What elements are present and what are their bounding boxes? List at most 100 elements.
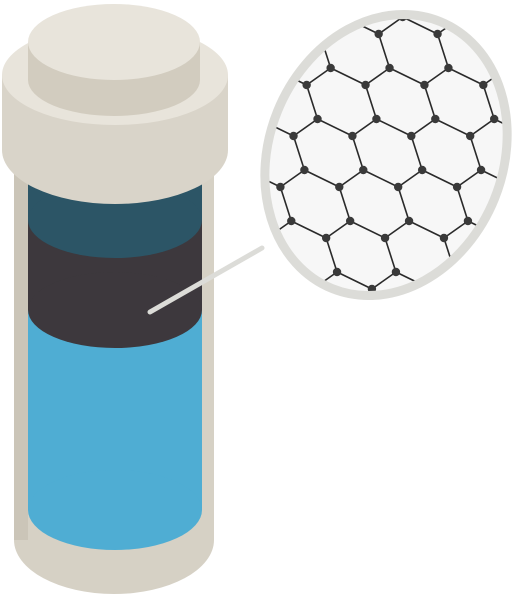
lattice-atom xyxy=(352,421,360,429)
lattice-bond xyxy=(429,374,464,391)
lattice-bond xyxy=(349,220,386,239)
lattice-bond xyxy=(273,0,286,18)
lattice-bond xyxy=(370,374,405,391)
lattice-bond xyxy=(405,374,429,391)
lattice-bond xyxy=(336,271,373,290)
lattice-bond xyxy=(234,118,260,137)
lattice-bond xyxy=(293,118,318,137)
lattice-bond xyxy=(304,169,340,188)
cartridge-cap xyxy=(2,4,228,204)
lattice-bond xyxy=(239,425,274,442)
lattice-bond xyxy=(365,67,391,86)
lattice-bond xyxy=(228,391,239,425)
lattice-bond xyxy=(317,118,353,137)
lattice-atom xyxy=(433,29,442,39)
lattice-bond xyxy=(450,425,474,442)
lattice-bond xyxy=(253,271,279,290)
lattice-bond xyxy=(408,220,445,239)
lattice-bond xyxy=(362,169,399,188)
lattice-atom xyxy=(296,336,304,344)
lattice-atom xyxy=(243,80,252,90)
lattice-bond xyxy=(495,33,509,69)
lattice-bond xyxy=(225,16,262,35)
lattice-bond xyxy=(402,16,438,35)
lattice-bond xyxy=(461,16,497,35)
lattice-bond xyxy=(469,118,495,137)
lattice-bond xyxy=(421,169,458,188)
lattice-bond xyxy=(300,340,311,374)
lattice-bond xyxy=(233,135,247,171)
lattice-atom xyxy=(307,370,315,378)
lens-rim xyxy=(260,9,512,301)
lattice-bond xyxy=(454,271,491,290)
lattice-bond xyxy=(463,391,474,425)
filter-cartridge xyxy=(2,4,228,594)
lattice-bond xyxy=(410,135,423,171)
lattice-atom xyxy=(516,472,520,480)
lattice-bond xyxy=(252,374,287,391)
lattice-atom xyxy=(411,421,419,429)
lattice-atom xyxy=(492,29,501,39)
lattice-atom xyxy=(235,421,243,429)
lattice-bond xyxy=(343,476,378,493)
lattice-atom xyxy=(457,12,466,22)
lattice-bond xyxy=(423,67,449,86)
lattice-atom xyxy=(372,114,381,124)
lattice-bond xyxy=(325,237,338,273)
lattice-bond xyxy=(449,0,463,18)
lattice-atom xyxy=(444,63,453,73)
lattice-bond xyxy=(287,374,311,391)
lattice-bond xyxy=(247,67,273,86)
lattice-bond xyxy=(469,135,482,171)
lattice-bond xyxy=(357,425,392,442)
lattice-bond xyxy=(448,67,484,86)
lattice-bond xyxy=(274,425,298,442)
lattice-bond xyxy=(508,0,520,18)
lattice-bond xyxy=(382,322,419,333)
lattice-atom xyxy=(280,472,288,480)
lattice-atom xyxy=(398,472,406,480)
lattice-bond xyxy=(423,84,437,120)
lattice-bond xyxy=(418,340,429,374)
lattice-bond xyxy=(260,33,273,69)
lattice-bond xyxy=(441,322,477,333)
lattice-atom xyxy=(446,438,454,446)
lattice-atom xyxy=(426,284,436,294)
lattice-atom xyxy=(489,114,499,124)
lattice-bond xyxy=(437,476,461,493)
lattice-atom xyxy=(387,438,395,446)
lattice-bond xyxy=(279,169,305,188)
lattice-bond xyxy=(384,220,410,239)
lattice-atom xyxy=(374,29,383,39)
lattice-bond xyxy=(338,169,364,188)
lattice-atom xyxy=(511,182,520,192)
lattice-atom xyxy=(276,182,285,192)
lattice-atom xyxy=(267,63,276,73)
lattice-bond xyxy=(502,237,515,273)
lattice-bond xyxy=(443,220,469,239)
lattice-atom xyxy=(228,216,237,226)
lattice-bond xyxy=(223,0,227,18)
lattice-bond xyxy=(376,118,412,137)
lattice-atom xyxy=(302,80,311,90)
lattice-atom xyxy=(280,12,290,22)
lattice-atom xyxy=(374,489,382,497)
lattice-atom xyxy=(260,318,270,328)
lattice-atom xyxy=(326,63,335,73)
lattice-bond xyxy=(223,186,234,222)
lattice-atom xyxy=(450,267,460,277)
lattice-bond xyxy=(333,442,344,476)
lattice-bond xyxy=(417,322,443,333)
lattice-atom xyxy=(348,131,357,141)
lattice-bond xyxy=(333,425,357,442)
lattice-bond xyxy=(515,186,520,222)
lattice-bond xyxy=(456,169,482,188)
lattice-atom xyxy=(289,131,298,141)
lattice-atom xyxy=(223,182,226,192)
lattice-atom xyxy=(339,12,348,22)
lattice-atom xyxy=(273,267,283,277)
lattice-atom xyxy=(365,370,373,378)
lattice-bond xyxy=(450,442,461,476)
lattice-bond xyxy=(284,16,321,35)
lattice-bond xyxy=(351,135,365,171)
